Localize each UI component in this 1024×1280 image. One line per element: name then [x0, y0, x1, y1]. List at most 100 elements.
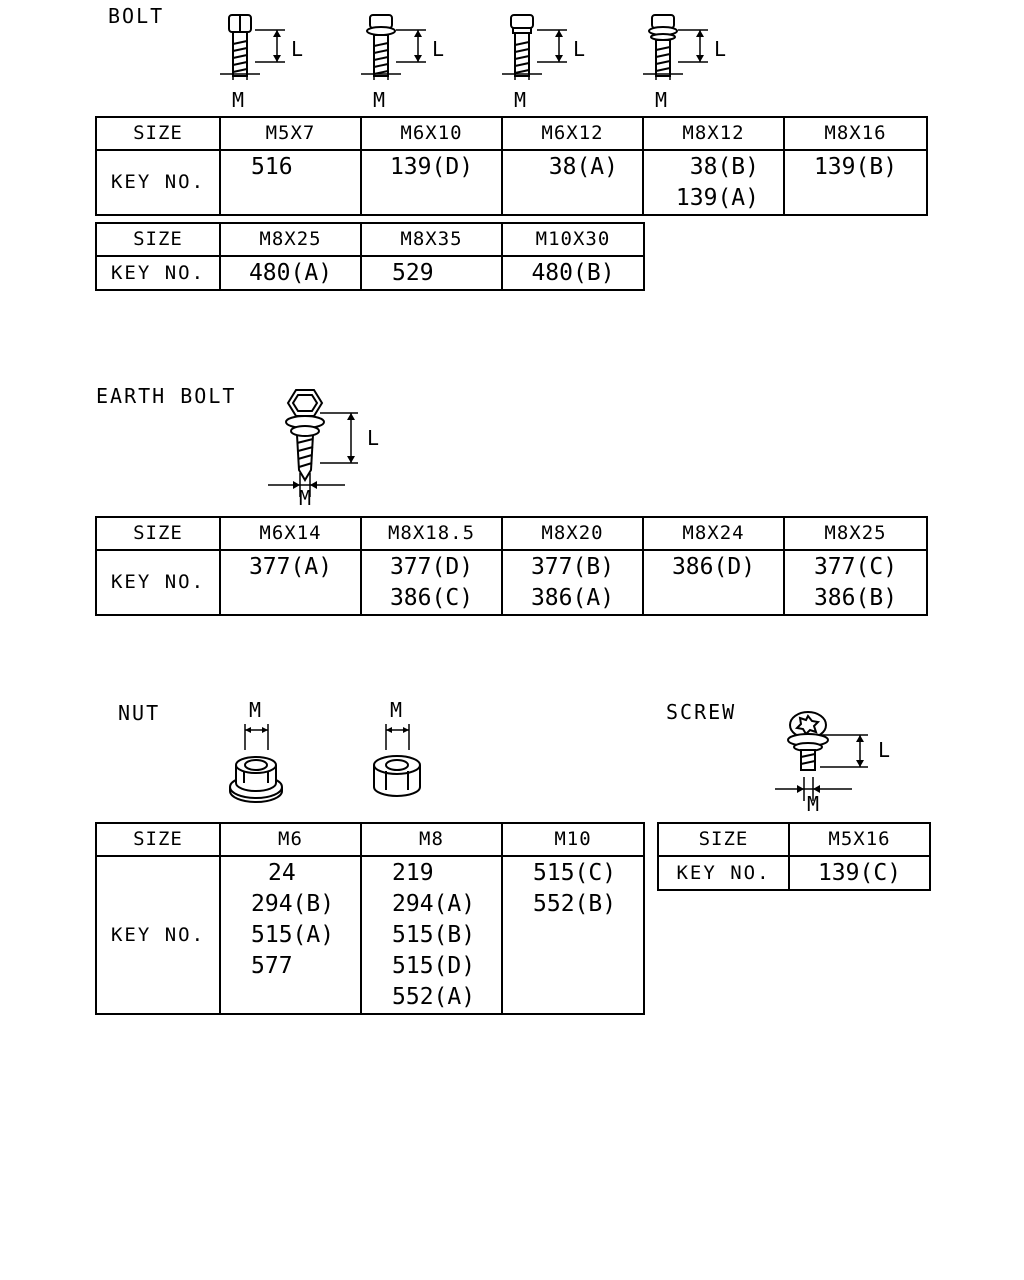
size-cell: M6X14: [219, 516, 362, 551]
bolt-4-dim-l: L: [714, 37, 726, 61]
size-cell: M8X24: [642, 516, 785, 551]
bolt-size-table-2: SIZE M8X25 M8X35 M10X30 KEY NO. 480(A) 5…: [95, 222, 645, 291]
key-number: 480(A): [248, 260, 333, 286]
size-cell: M6: [219, 822, 362, 857]
key-cell: 386(D): [642, 549, 785, 616]
collar-bolt-icon: [510, 14, 534, 77]
size-cell: M8X16: [783, 116, 928, 151]
key-no-label: KEY NO.: [95, 549, 221, 616]
earth-bolt-size-table: SIZE M6X14 M8X18.5 M8X20 M8X24 M8X25 KEY…: [95, 516, 928, 616]
key-number: 552(B): [533, 891, 617, 917]
key-number: 386(C): [389, 585, 474, 611]
nut-2-dim-m: M: [390, 698, 402, 722]
key-number: 219: [392, 860, 434, 886]
key-number: 515(C): [533, 860, 617, 886]
key-number: 552(A): [392, 984, 476, 1010]
hex-bolt-icon: [228, 14, 252, 77]
key-number: 139(A): [675, 185, 759, 211]
screw-size-table: SIZE M5X16 KEY NO. 139(C): [657, 822, 931, 891]
key-number: 139(B): [813, 154, 898, 180]
earth-bolt-icon: [285, 389, 325, 482]
key-number: 386(A): [530, 585, 615, 611]
size-cell: M8X12: [642, 116, 785, 151]
bolt-4-dim-m: M: [655, 88, 667, 112]
key-number: 577: [251, 953, 293, 979]
bolt-illustrations: L L L L M M M M: [220, 14, 726, 112]
size-cell: M8X25: [783, 516, 928, 551]
size-cell: M5X16: [788, 822, 931, 857]
bolt-1-dim-l: L: [291, 37, 303, 61]
size-cell: M8X20: [501, 516, 644, 551]
size-cell: M10: [501, 822, 645, 857]
key-cell: 38(A): [501, 149, 644, 216]
earth-bolt-dim-l: L: [367, 426, 379, 450]
key-cell: 377(A): [219, 549, 362, 616]
key-cell: 377(D) 386(C): [360, 549, 503, 616]
size-cell: M8X18.5: [360, 516, 503, 551]
size-cell: M10X30: [501, 222, 645, 257]
size-label: SIZE: [657, 822, 790, 857]
key-number: 294(A): [392, 891, 476, 917]
key-number: 377(C): [813, 554, 898, 580]
key-cell: 139(B): [783, 149, 928, 216]
size-label: SIZE: [95, 822, 221, 857]
key-cell: 529: [360, 255, 503, 291]
key-number: 294(B): [251, 891, 335, 917]
bolt-3-dim-m: M: [514, 88, 526, 112]
key-number: 516: [251, 154, 293, 180]
screw-section-title: SCREW: [666, 700, 737, 724]
key-cell: 219 294(A) 515(B) 515(D) 552(A): [360, 855, 503, 1015]
torx-screw-icon: [787, 711, 829, 771]
key-number: 38(A): [548, 154, 618, 180]
screw-illustration: L M: [775, 711, 890, 816]
size-cell: M8X25: [219, 222, 362, 257]
key-number: 480(B): [531, 260, 615, 286]
nut-section-title: NUT: [118, 701, 161, 725]
size-cell: M8X35: [360, 222, 503, 257]
key-no-label: KEY NO.: [95, 255, 221, 291]
key-cell: 516: [219, 149, 362, 216]
size-cell: M6X12: [501, 116, 644, 151]
screw-dim-m: M: [807, 792, 819, 816]
key-number: 24: [268, 860, 296, 886]
bolt-3-dim-l: L: [573, 37, 585, 61]
bolt-2-dim-m: M: [373, 88, 385, 112]
key-cell: 139(D): [360, 149, 503, 216]
earth-bolt-illustration: L M: [268, 389, 379, 510]
nut-size-table: SIZE M6 M8 M10 KEY NO. 24 294(B) 515(A) …: [95, 822, 645, 1015]
key-number: 377(D): [389, 554, 474, 580]
key-no-label: KEY NO.: [95, 855, 221, 1015]
key-cell: 480(B): [501, 255, 645, 291]
key-cell: 139(C): [788, 855, 931, 891]
size-cell: M8: [360, 822, 503, 857]
washer-bolt-icon: [648, 14, 678, 77]
flange-nut-icon: [229, 756, 283, 803]
bolt-1-dim-m: M: [232, 88, 244, 112]
key-number: 377(A): [248, 554, 333, 580]
size-label: SIZE: [95, 222, 221, 257]
key-number: 529: [392, 260, 434, 286]
bolt-size-table-1: SIZE M5X7 M6X10 M6X12 M8X12 M8X16 KEY NO…: [95, 116, 928, 216]
nut-illustrations: M M: [229, 698, 421, 803]
key-number: 515(D): [392, 953, 476, 979]
size-cell: M6X10: [360, 116, 503, 151]
key-number: 139(D): [389, 154, 474, 180]
key-no-label: KEY NO.: [95, 149, 221, 216]
key-cell: 24 294(B) 515(A) 577: [219, 855, 362, 1015]
key-cell: 377(B)386(A): [501, 549, 644, 616]
hex-nut-icon: [373, 755, 421, 797]
flange-bolt-icon: [366, 14, 396, 77]
key-cell: 377(C)386(B): [783, 549, 928, 616]
nut-1-dim-m: M: [249, 698, 261, 722]
bolt-section-title: BOLT: [108, 4, 165, 28]
key-cell: 38(B) 139(A): [642, 149, 785, 216]
key-cell: 515(C) 552(B): [501, 855, 645, 1015]
earth-bolt-dim-m: M: [299, 486, 311, 510]
size-label: SIZE: [95, 116, 221, 151]
screw-dim-l: L: [878, 738, 890, 762]
key-cell: 480(A): [219, 255, 362, 291]
size-cell: M5X7: [219, 116, 362, 151]
size-label: SIZE: [95, 516, 221, 551]
key-no-label: KEY NO.: [657, 855, 790, 891]
key-number: 38(B): [689, 154, 759, 180]
